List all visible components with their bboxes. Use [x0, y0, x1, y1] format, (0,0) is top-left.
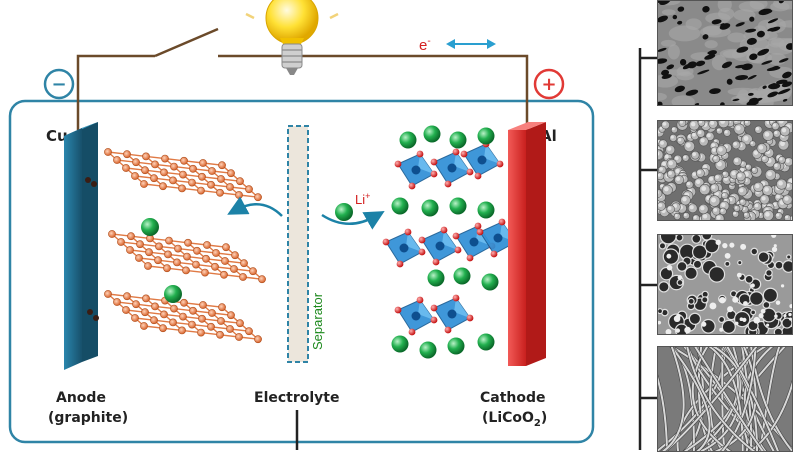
lithium-atom: [392, 336, 409, 353]
sem-image-nanofiber-mat: [657, 346, 793, 452]
lithium-atom: [478, 128, 495, 145]
lithium-atom: [478, 202, 495, 219]
cathode-current-collector: [508, 122, 546, 366]
lithium-atom: [454, 268, 471, 285]
lithium-atom: [482, 274, 499, 291]
lithium-ion-label: Li+: [355, 191, 370, 207]
negative-terminal: −: [45, 70, 73, 98]
lithium-ion: [335, 203, 353, 221]
separator-label: Separator: [310, 292, 325, 350]
svg-text:+: +: [541, 74, 556, 95]
licoo2-structure: [383, 126, 520, 359]
lithium-atom: [478, 334, 495, 351]
electrolyte-label: Electrolyte: [254, 390, 339, 406]
lithium-atom: [448, 338, 465, 355]
electron-label: e-: [419, 36, 431, 54]
lithium-atom: [424, 126, 441, 143]
ion-arrow-left: [236, 204, 282, 216]
sem-image-foam-membrane: [657, 234, 793, 335]
lithium-atom: [392, 198, 409, 215]
lithium-atom: [450, 132, 467, 149]
lithium-atom: [400, 132, 417, 149]
anode-material-label: (graphite): [48, 410, 128, 426]
lithium-atom: [422, 200, 439, 217]
lithium-atom: [420, 342, 437, 359]
coo6-octahedron: [395, 151, 438, 190]
coo6-octahedron: [419, 227, 462, 266]
separator-membrane: [288, 126, 308, 362]
cathode-material-label: (LiCoO2): [482, 410, 547, 429]
positive-terminal: +: [535, 70, 563, 98]
graphite-sheet: [104, 290, 261, 342]
sem-image-porous-membrane: [657, 0, 793, 106]
anode-current-collector: [64, 122, 98, 370]
circuit-switch: [155, 29, 218, 56]
svg-text:−: −: [51, 74, 66, 95]
lithium-atom: [450, 198, 467, 215]
coo6-octahedron: [383, 229, 426, 268]
coo6-octahedron: [395, 297, 438, 336]
intercalated-lithium: [164, 285, 182, 303]
light-bulb-icon: [246, 0, 338, 75]
graphite-layers: [85, 148, 266, 342]
coo6-octahedron: [431, 295, 474, 334]
graphite-sheet: [108, 230, 265, 282]
lithium-atom: [428, 270, 445, 287]
sem-image-particle-coating: [657, 120, 793, 221]
graphite-sheet: [104, 148, 261, 200]
cathode-label: Cathode: [480, 390, 546, 406]
anode-label: Anode: [56, 390, 106, 406]
electron-flow-arrow: [446, 39, 496, 49]
sem-bracket: [640, 48, 657, 450]
intercalated-lithium: [141, 218, 159, 236]
